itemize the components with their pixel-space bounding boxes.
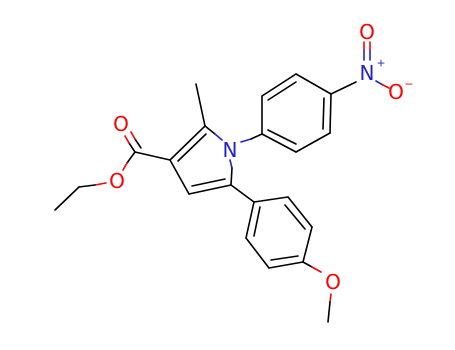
pyrrole-ring: N <box>169 125 238 195</box>
n-aryl-bond-n <box>240 138 252 143</box>
methoxyphenyl-ring <box>245 196 313 269</box>
methyl-bond <box>195 83 206 127</box>
carbonyl-o-atom: O <box>113 112 129 136</box>
nitro-n-atom: N <box>360 61 375 85</box>
pyrrole-aryl-bond <box>230 184 255 203</box>
nitro-o-right-atom: O <box>388 80 404 104</box>
nitro-o-top-atom: O <box>359 20 375 44</box>
nitrophenyl-ring <box>261 73 332 153</box>
n-aryl-bond-c <box>250 133 263 140</box>
ether-o-atom: O <box>109 169 125 193</box>
nitro-o-charge: − <box>404 78 413 91</box>
pyrrole-n-atom: N <box>223 138 238 162</box>
nitro-group: N + O O − <box>359 20 413 104</box>
methoxy-group: O <box>302 261 341 323</box>
methoxy-o-atom: O <box>325 270 341 294</box>
nitro-n-charge: + <box>376 57 385 70</box>
ester-group: O O <box>54 112 171 211</box>
ring-nitro-bond <box>330 81 357 95</box>
